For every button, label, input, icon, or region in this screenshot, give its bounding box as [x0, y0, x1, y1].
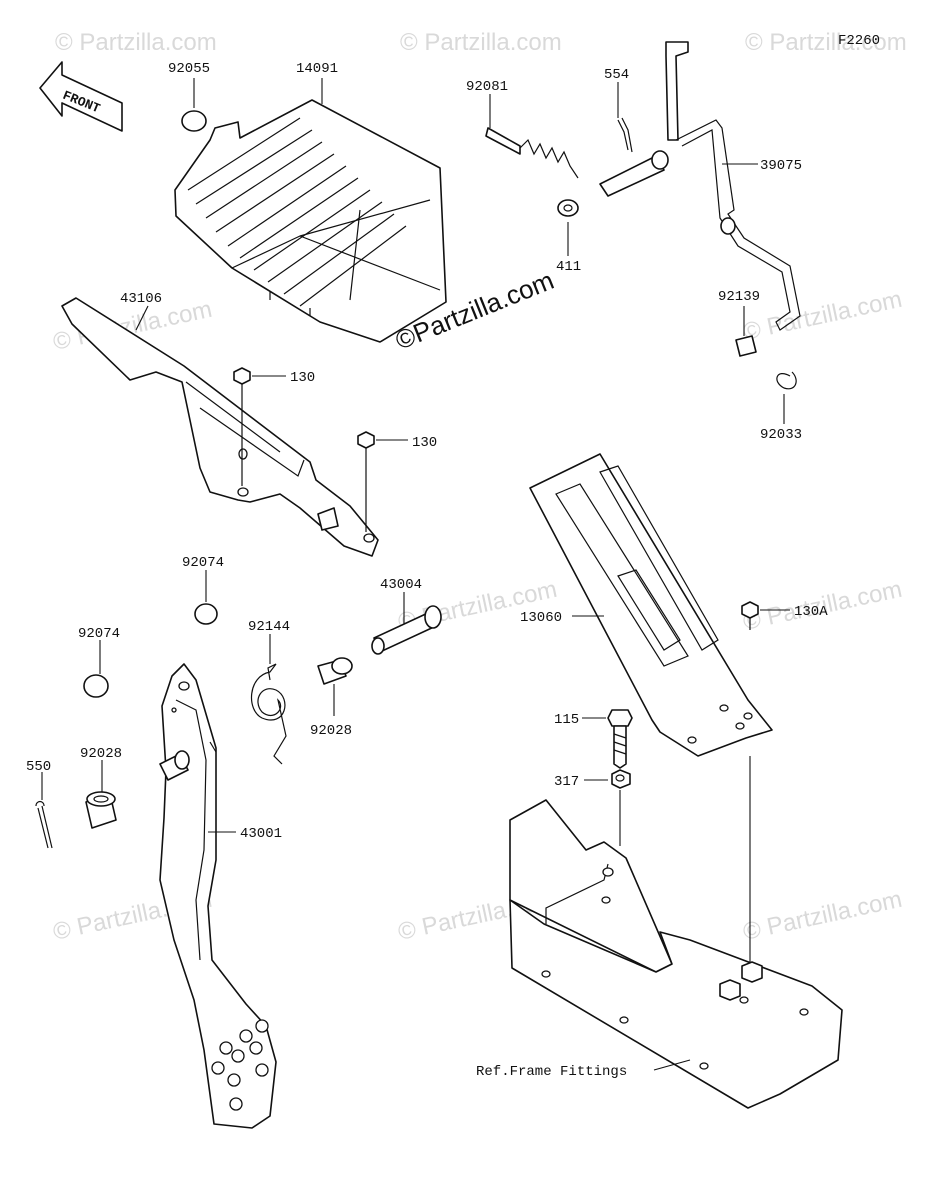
callout-130-b: 130 [412, 435, 437, 451]
pedal-13060: 13060 [520, 453, 773, 757]
lever-43106: 43106 [61, 291, 379, 557]
callout-411: 411 [556, 259, 581, 275]
callout-92055: 92055 [168, 61, 210, 77]
callout-92074-b: 92074 [78, 626, 120, 642]
nut-317: 317 [554, 769, 631, 846]
callout-92074-a: 92074 [182, 555, 224, 571]
washer-411: 411 [556, 199, 581, 275]
cotter-pin-550: 550 [26, 759, 53, 849]
callout-ref-frame: Ref.Frame Fittings [476, 1064, 627, 1080]
bolt-130-a: 130 [233, 367, 315, 486]
callout-115: 115 [554, 712, 579, 728]
circlip-92033: 92033 [760, 371, 802, 443]
shaft-43004: 43004 [371, 577, 442, 655]
callout-550: 550 [26, 759, 51, 775]
callout-92028-a: 92028 [310, 723, 352, 739]
callout-92144: 92144 [248, 619, 290, 635]
rod-39075: 39075 [599, 41, 802, 331]
collar-92139: 92139 [718, 289, 760, 357]
cotter-pin-554: 554 [604, 67, 633, 153]
watermark: © Partzilla.com [400, 29, 562, 56]
callout-130-a: 130 [290, 370, 315, 386]
callout-130A: 130A [794, 604, 828, 620]
callout-92081: 92081 [466, 79, 508, 95]
watermark: © Partzilla.com [55, 29, 217, 56]
o-ring-92055: 92055 [168, 61, 210, 132]
callout-43106: 43106 [120, 291, 162, 307]
plug-92074-b: 92074 [78, 626, 120, 698]
plug-92074-a: 92074 [182, 555, 224, 625]
callout-317: 317 [554, 774, 579, 790]
diagram-id: F2260 [838, 33, 880, 49]
cover-14091: 14091 [174, 61, 447, 343]
front-arrow-icon: FRONT [39, 61, 123, 132]
callout-39075: 39075 [760, 158, 802, 174]
watermark: © Partzilla.com [741, 286, 905, 346]
callout-554: 554 [604, 67, 629, 83]
bolt-115: 115 [554, 709, 633, 769]
collar-92028-a: 92028 [310, 657, 353, 739]
bolt-130A: 130A [741, 601, 828, 630]
callout-43001: 43001 [240, 826, 282, 842]
watermark: © Partzilla.com [745, 29, 907, 56]
collar-92028-b: 92028 [80, 746, 122, 829]
frame-fittings: Ref.Frame Fittings [476, 756, 843, 1109]
callout-43004: 43004 [380, 577, 422, 593]
callout-92033: 92033 [760, 427, 802, 443]
bolt-130-b: 130 [357, 431, 437, 532]
callout-13060: 13060 [520, 610, 562, 626]
callout-14091: 14091 [296, 61, 338, 77]
watermark: © Partzilla.com [741, 886, 905, 946]
callout-92139: 92139 [718, 289, 760, 305]
spring-92081: 92081 [466, 79, 579, 179]
callout-92028-b: 92028 [80, 746, 122, 762]
pedal-43001: 43001 [159, 663, 282, 1129]
spring-92144: 92144 [248, 619, 290, 765]
